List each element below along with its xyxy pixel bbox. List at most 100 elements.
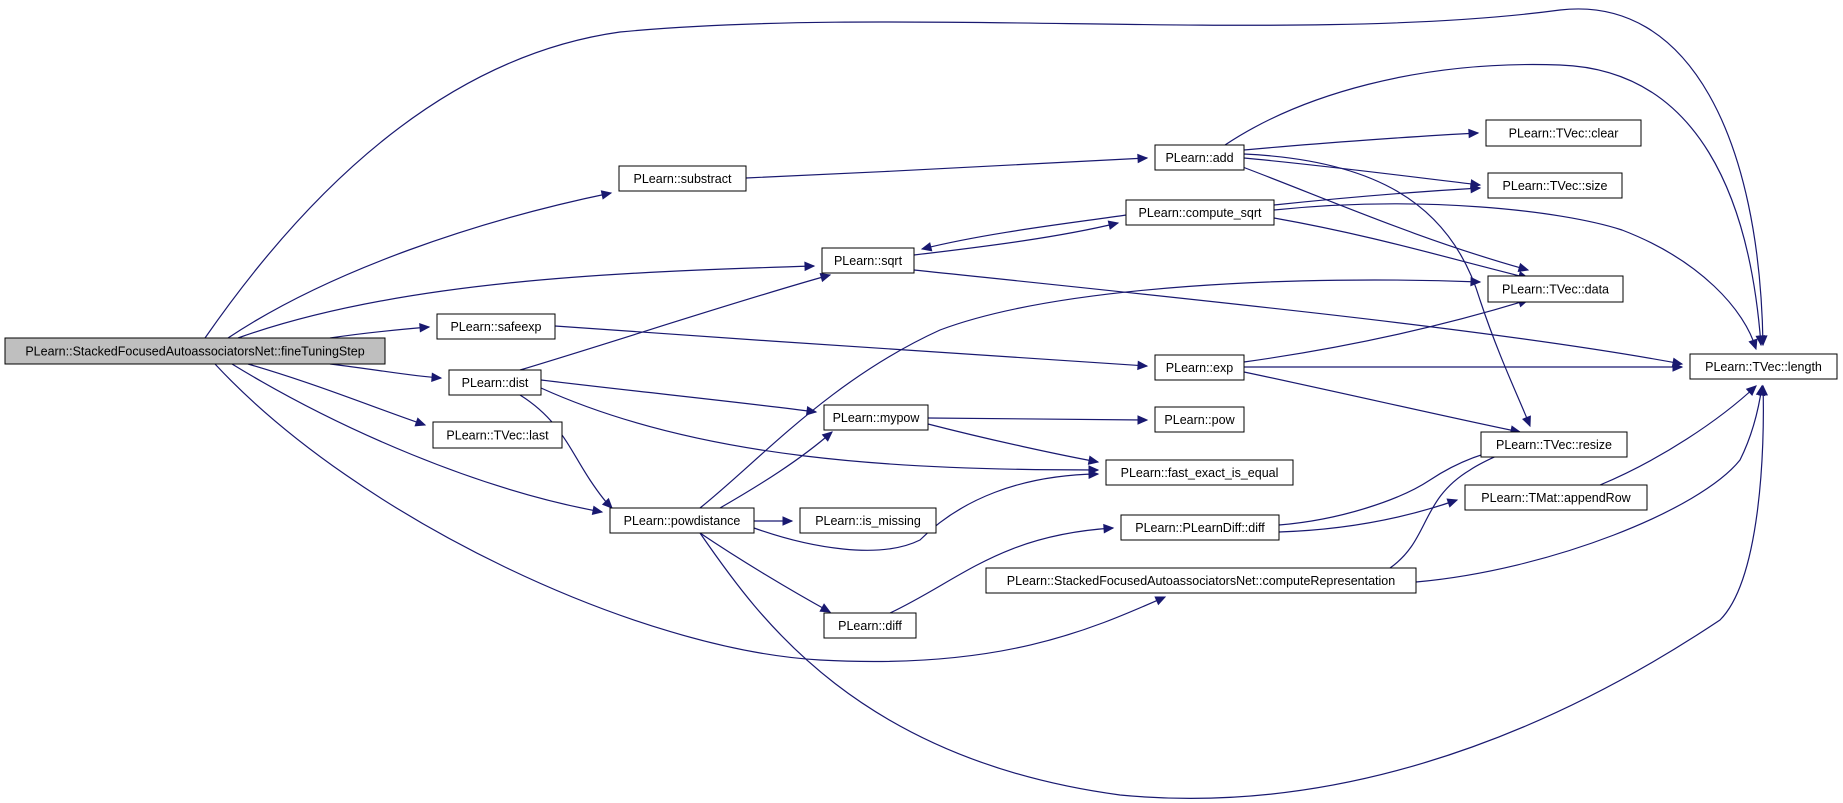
node-box <box>1120 514 1280 541</box>
arrowhead <box>1154 596 1167 606</box>
node-resize[interactable]: PLearn::TVec::resize <box>1480 431 1628 458</box>
edge-line <box>1243 153 1531 427</box>
arrowhead <box>1087 455 1100 465</box>
edge-line <box>1273 217 1529 279</box>
node-box <box>823 404 929 431</box>
arrowhead <box>419 323 431 333</box>
node-is_missing[interactable]: PLearn::is_missing <box>799 507 937 534</box>
edge-computeRepresentation-to-length <box>1415 384 1766 583</box>
edge-dist-to-mypow <box>540 379 818 416</box>
node-clear[interactable]: PLearn::TVec::clear <box>1485 119 1642 147</box>
arrowhead <box>782 516 794 526</box>
arrowhead <box>1137 360 1149 371</box>
edge-compute_sqrt-to-size <box>1273 183 1482 206</box>
node-mypow[interactable]: PLearn::mypow <box>823 404 929 431</box>
node-box <box>618 165 747 192</box>
node-exp[interactable]: PLearn::exp <box>1154 354 1245 381</box>
node-label: PLearn::sqrt <box>834 254 903 268</box>
node-computeRepresentation[interactable]: PLearn::StackedFocusedAutoassociatorsNet… <box>985 567 1417 594</box>
arrowhead <box>1088 469 1100 480</box>
node-box <box>432 421 563 449</box>
edge-safeexp-to-exp <box>554 325 1149 371</box>
edge-compute_sqrt-to-data <box>1273 217 1530 281</box>
edge-line <box>540 387 1099 471</box>
edge-line <box>889 527 1114 614</box>
arrowhead <box>1107 220 1120 230</box>
edge-line <box>927 417 1148 421</box>
node-label: PLearn::exp <box>1166 361 1233 375</box>
node-label: PLearn::substract <box>634 172 732 186</box>
node-label: PLearn::diff <box>838 619 902 633</box>
arrowhead <box>1137 153 1149 164</box>
node-pow[interactable]: PLearn::pow <box>1154 406 1245 433</box>
edge-powdistance-to-data <box>699 276 1482 509</box>
edge-fineTuningStep-to-powdistance <box>231 363 604 515</box>
node-plearndiff[interactable]: PLearn::PLearnDiff::diff <box>1120 514 1280 541</box>
node-sqrt[interactable]: PLearn::sqrt <box>821 247 915 274</box>
edge-powdistance-to-diff <box>699 532 832 613</box>
edge-dist-to-powdistance <box>519 394 613 509</box>
edge-line <box>554 325 1148 367</box>
node-box <box>436 313 556 340</box>
node-powdistance[interactable]: PLearn::powdistance <box>609 507 755 534</box>
arrowhead <box>601 497 613 509</box>
node-box <box>4 337 386 365</box>
node-safeexp[interactable]: PLearn::safeexp <box>436 313 556 340</box>
edge-line <box>927 423 1099 463</box>
arrowhead <box>591 505 604 515</box>
edge-powdistance-to-is_missing <box>753 516 794 526</box>
edge-line <box>745 157 1148 179</box>
node-dist[interactable]: PLearn::dist <box>448 369 542 396</box>
edge-line <box>1273 203 1757 350</box>
arrowhead <box>1745 385 1757 396</box>
edge-exp-to-resize <box>1243 371 1522 435</box>
node-label: PLearn::PLearnDiff::diff <box>1135 521 1265 535</box>
node-fast_exact_is_equal[interactable]: PLearn::fast_exact_is_equal <box>1105 459 1294 486</box>
edge-fineTuningStep-to-dist <box>329 363 443 383</box>
node-length[interactable]: PLearn::TVec::length <box>1689 353 1838 380</box>
node-label: PLearn::TVec::resize <box>1496 438 1612 452</box>
node-box <box>609 507 755 534</box>
edge-line <box>519 394 613 509</box>
node-box <box>1154 144 1245 171</box>
arrowhead <box>1748 338 1758 351</box>
node-label: PLearn::compute_sqrt <box>1139 206 1263 220</box>
edge-line <box>1243 132 1479 151</box>
node-compute_sqrt[interactable]: PLearn::compute_sqrt <box>1125 199 1275 226</box>
node-data[interactable]: PLearn::TVec::data <box>1487 275 1624 303</box>
edge-line <box>329 363 442 379</box>
arrowhead <box>1137 415 1149 425</box>
edge-line <box>1239 165 1529 271</box>
node-appendRow[interactable]: PLearn::TMat::appendRow <box>1464 484 1648 511</box>
arrowhead <box>1755 335 1765 347</box>
node-box <box>1487 275 1624 303</box>
node-box <box>1105 459 1294 486</box>
edge-line <box>231 363 603 513</box>
arrowhead <box>1470 276 1482 287</box>
node-size[interactable]: PLearn::TVec::size <box>1487 172 1623 199</box>
arrowhead <box>414 417 427 427</box>
arrowhead <box>600 190 613 200</box>
node-add[interactable]: PLearn::add <box>1154 144 1245 171</box>
edge-dist-to-fast_exact_is_equal <box>540 387 1100 475</box>
edge-powdistance-to-mypow <box>719 431 833 509</box>
edge-line <box>1243 157 1481 186</box>
edge-line <box>921 214 1127 250</box>
node-box <box>1480 431 1628 458</box>
edge-compute_sqrt-to-length <box>1273 203 1758 351</box>
edge-line <box>913 269 1683 365</box>
node-diff[interactable]: PLearn::diff <box>823 612 917 639</box>
edge-add-to-resize <box>1243 153 1531 428</box>
node-fineTuningStep[interactable]: PLearn::StackedFocusedAutoassociatorsNet… <box>4 337 386 365</box>
node-substract[interactable]: PLearn::substract <box>618 165 747 192</box>
node-label: PLearn::TVec::last <box>446 429 549 443</box>
edge-line <box>699 279 1481 509</box>
node-box <box>823 612 917 639</box>
arrowhead <box>819 272 832 283</box>
arrowhead <box>920 242 933 252</box>
edge-add-to-clear <box>1243 128 1480 151</box>
edge-mypow-to-fast_exact_is_equal <box>927 423 1100 465</box>
node-last[interactable]: PLearn::TVec::last <box>432 421 563 449</box>
edge-line <box>1278 499 1458 533</box>
